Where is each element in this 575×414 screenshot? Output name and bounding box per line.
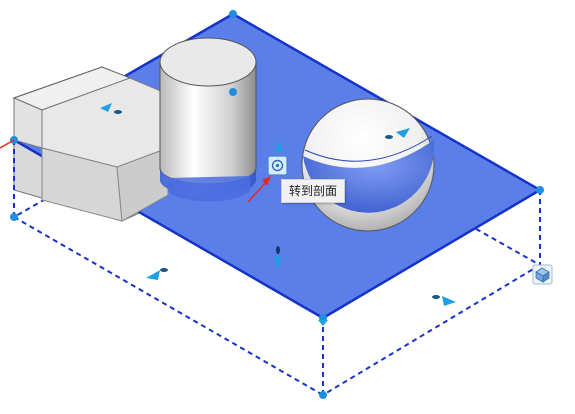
arrow-marker-left-face[interactable] — [100, 103, 122, 114]
section-box-front-edges — [13, 140, 541, 396]
axis-line — [0, 139, 15, 149]
arrow-marker-front-left[interactable] — [146, 268, 168, 280]
handle-right[interactable] — [536, 186, 544, 194]
arrow-marker-front-right[interactable] — [432, 295, 456, 306]
tooltip-text: 转到剖面 — [289, 184, 338, 198]
cylinder[interactable] — [159, 37, 257, 202]
arrow-marker-plane-center[interactable] — [275, 140, 283, 152]
section-tooltip: 转到剖面 — [281, 179, 346, 203]
arrow-marker-sphere[interactable] — [385, 128, 410, 139]
view-cube-icon[interactable] — [532, 264, 553, 285]
arrow-marker-plane-lower[interactable] — [274, 246, 282, 270]
handle-left-bottom[interactable] — [10, 213, 18, 221]
face-arrows[interactable] — [100, 103, 456, 326]
go-to-section-icon[interactable] — [267, 155, 288, 176]
rect-block-top — [12, 66, 169, 222]
sphere[interactable] — [301, 98, 435, 232]
red-pointer-arrow — [247, 176, 271, 203]
handle-front-bottom[interactable] — [319, 391, 327, 399]
handle-top[interactable] — [229, 10, 237, 18]
arrow-marker-bottom[interactable] — [318, 320, 328, 326]
handle-back[interactable] — [229, 88, 237, 96]
